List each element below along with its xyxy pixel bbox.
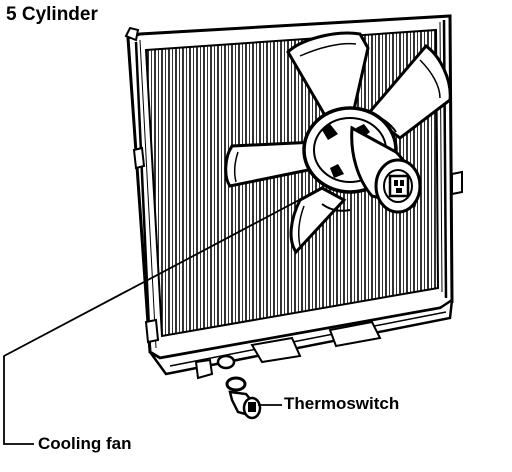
leader-lines — [3, 189, 319, 445]
cooling-fan — [224, 31, 452, 255]
cooling-fan-label: Cooling fan — [38, 434, 132, 453]
radiator — [124, 14, 463, 380]
diagram-title: 5 Cylinder — [6, 4, 98, 25]
thermoswitch-part — [225, 376, 262, 420]
thermoswitch-label: Thermoswitch — [284, 394, 400, 413]
